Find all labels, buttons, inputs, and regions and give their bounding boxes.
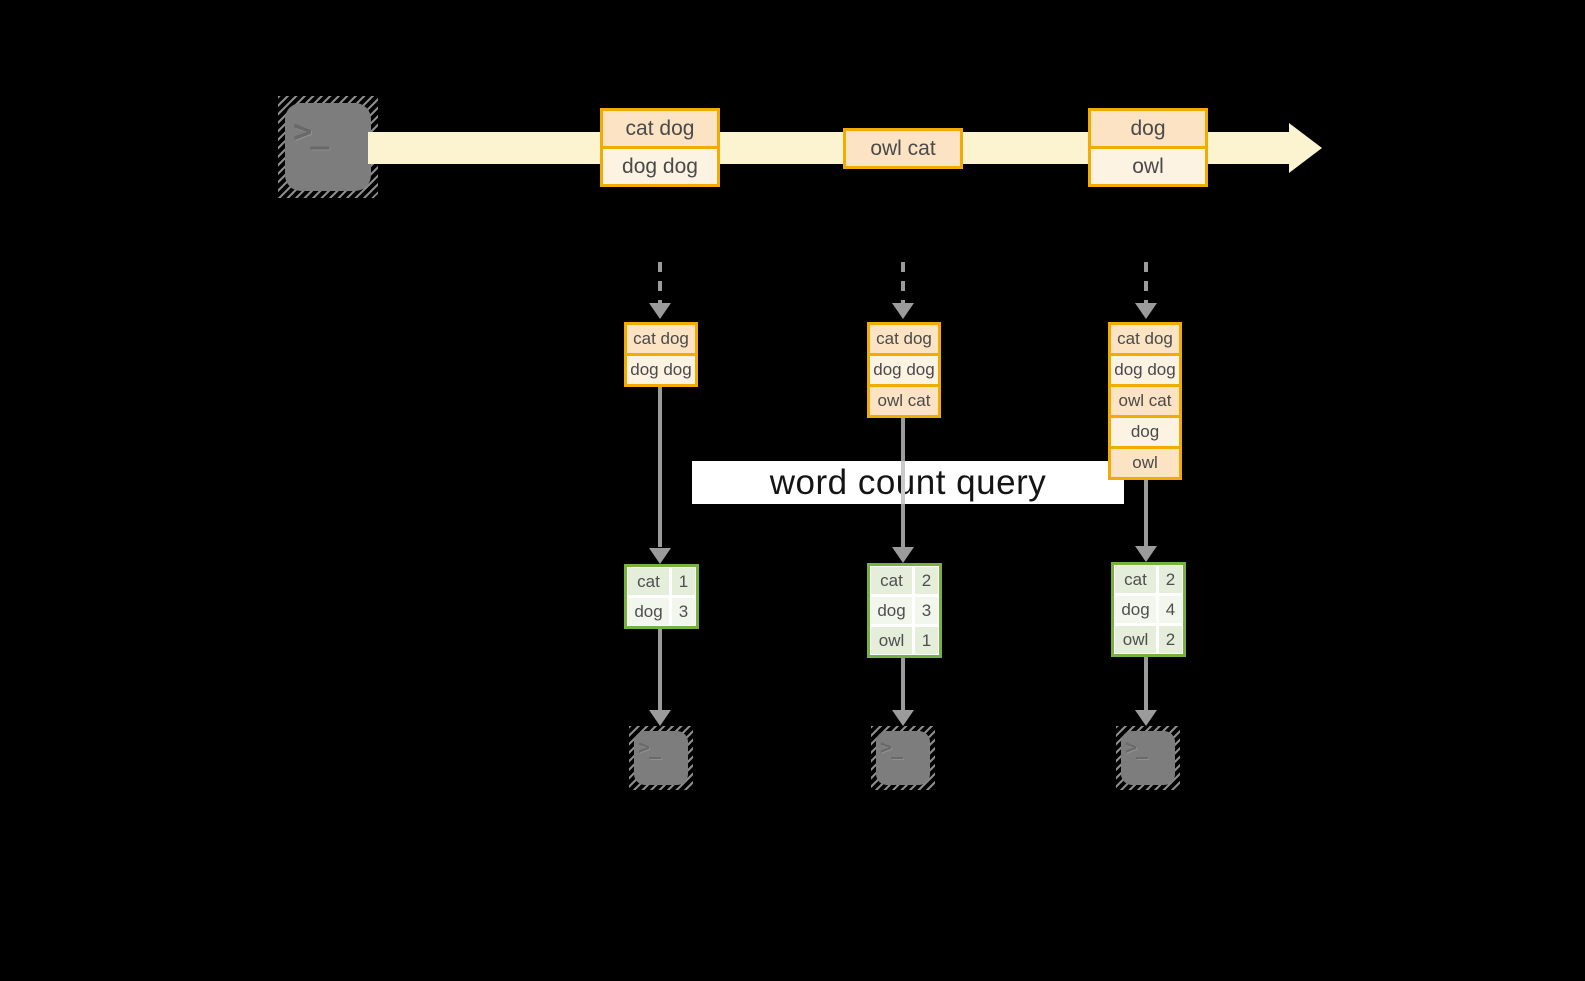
buffer-row: dog dog [870,353,938,384]
count-table: cat 1 dog 3 [624,564,699,629]
query-arrow-head-icon [1135,546,1157,562]
terminal-prompt-glyph: >_ [880,735,903,759]
buffer-row: dog dog [1111,353,1179,384]
count-value-cell: 4 [1159,596,1182,623]
count-word-cell: cat [871,567,912,594]
stream-event-row: dog dog [603,146,717,184]
count-value-cell: 2 [1159,566,1182,593]
count-word-cell: owl [1115,626,1156,653]
stream-arrow-head-icon [1289,123,1322,173]
output-arrow [658,628,662,711]
window-buffer: cat dog dog dog owl cat [867,322,941,418]
query-arrow [1144,480,1148,546]
terminal-body [1121,731,1175,785]
ingest-arrow-head-icon [1135,303,1157,319]
count-word-cell: cat [1115,566,1156,593]
window-buffer: cat dog dog dog [624,322,698,387]
count-word-cell: cat [628,568,669,595]
buffer-row: cat dog [1111,325,1179,353]
stream-event-row: owl [1091,146,1205,184]
terminal-sink-icon: >_ [629,726,693,790]
buffer-row: owl cat [1111,384,1179,415]
output-arrow-head-icon [892,710,914,726]
count-value-cell: 3 [672,598,695,625]
buffer-row: dog [1111,415,1179,446]
count-table: cat 2 dog 3 owl 1 [867,563,942,658]
count-word-cell: dog [1115,596,1156,623]
output-arrow-head-icon [1135,710,1157,726]
count-value-cell: 3 [915,597,938,624]
stream-event-row: dog [1091,111,1205,146]
buffer-row: cat dog [627,325,695,353]
terminal-prompt-glyph: >_ [638,735,661,759]
terminal-body [285,103,371,191]
query-banner: word count query [692,461,1124,504]
buffer-row: dog dog [627,353,695,384]
buffer-row: owl [1111,446,1179,477]
count-word-cell: owl [871,627,912,654]
count-value-cell: 2 [1159,626,1182,653]
terminal-body [634,731,688,785]
terminal-sink-icon: >_ [1116,726,1180,790]
output-arrow [901,657,905,711]
count-word-cell: dog [628,598,669,625]
query-arrow-head-icon [892,547,914,563]
count-table: cat 2 dog 4 owl 2 [1111,562,1186,657]
output-arrow [1144,656,1148,711]
terminal-prompt-glyph: >_ [293,112,330,150]
buffer-row: cat dog [870,325,938,353]
stream-event-row: cat dog [603,111,717,146]
stream-event: owl cat [843,128,963,169]
buffer-row: owl cat [870,384,938,415]
count-word-cell: dog [871,597,912,624]
ingest-arrow-dashed [901,262,905,304]
query-arrow-over-banner [901,461,905,504]
ingest-arrow-head-icon [649,303,671,319]
stream-event: dog owl [1088,108,1208,187]
ingest-arrow-dashed [1144,262,1148,304]
output-arrow-head-icon [649,710,671,726]
count-value-cell: 1 [915,627,938,654]
terminal-sink-icon: >_ [871,726,935,790]
terminal-prompt-glyph: >_ [1125,735,1148,759]
terminal-body [876,731,930,785]
count-value-cell: 1 [672,568,695,595]
count-value-cell: 2 [915,567,938,594]
query-arrow [658,387,662,547]
query-banner-label: word count query [769,462,1047,502]
stream-event-row: owl cat [846,131,960,166]
terminal-source-icon: >_ [278,96,378,198]
query-arrow-head-icon [649,548,671,564]
window-buffer: cat dog dog dog owl cat dog owl [1108,322,1182,480]
ingest-arrow-dashed [658,262,662,304]
stream-event: cat dog dog dog [600,108,720,187]
ingest-arrow-head-icon [892,303,914,319]
